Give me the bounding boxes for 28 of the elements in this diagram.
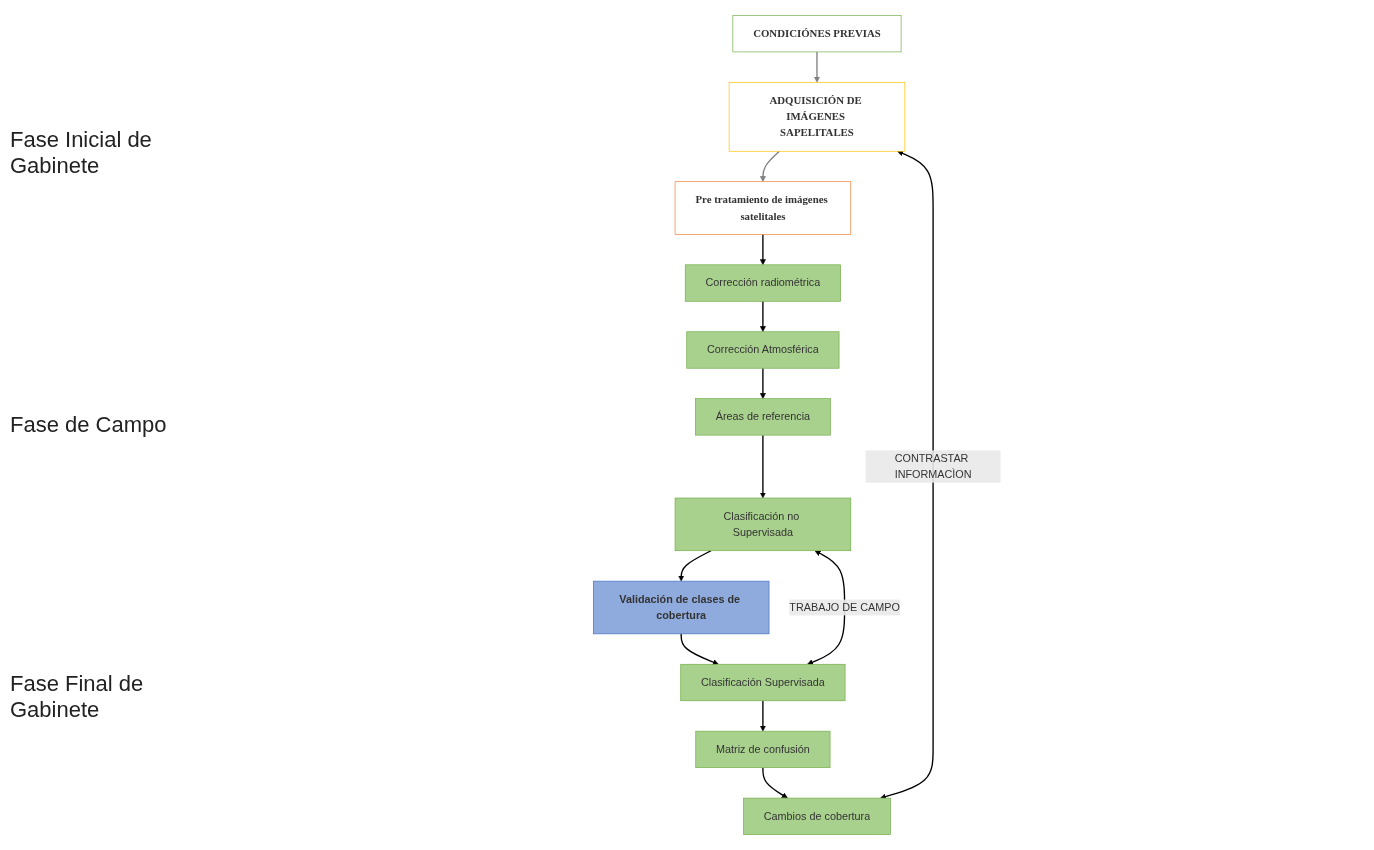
node-box: Clasificación Supervisada <box>680 663 846 702</box>
node-box: Corrección radiométrica <box>684 264 841 302</box>
node-box: CONDICIÓNES PREVIAS <box>732 15 902 53</box>
phase-label: Fase de Campo <box>10 412 168 438</box>
arrow <box>759 367 766 399</box>
node-box: Áreas de referencia <box>695 398 831 436</box>
arrow <box>759 434 766 499</box>
node-box: ADQUISICIÓN DE IMÁGENES SAPELITALES <box>728 81 906 152</box>
node-box: Cambios de cobertura <box>743 797 891 835</box>
arrow <box>759 700 766 732</box>
node-box: Corrección Atmosférica <box>686 331 840 369</box>
arrow <box>814 51 820 83</box>
arrow <box>759 150 781 182</box>
arrow <box>678 550 712 582</box>
node-box: Validación de clases de cobertura <box>593 580 770 635</box>
arrow <box>880 150 934 800</box>
phase-label: Fase Inicial de Gabinete <box>10 126 153 179</box>
arrow <box>680 633 719 665</box>
arrow <box>759 300 766 332</box>
arrow <box>759 233 766 266</box>
node-box: Clasificación no Supervisada <box>674 497 852 552</box>
arrow <box>807 550 846 665</box>
phase-label: Fase Final de Gabinete <box>10 671 145 724</box>
edge-label: TRABAJO DE CAMPO <box>789 601 900 613</box>
edge-label: CONTRASTAR INFORMACÌON <box>894 452 972 481</box>
arrow <box>762 767 788 799</box>
node-box: Matriz de confusión <box>695 730 831 768</box>
node-box: Pre tratamiento de imágenes satelitales <box>674 181 852 235</box>
